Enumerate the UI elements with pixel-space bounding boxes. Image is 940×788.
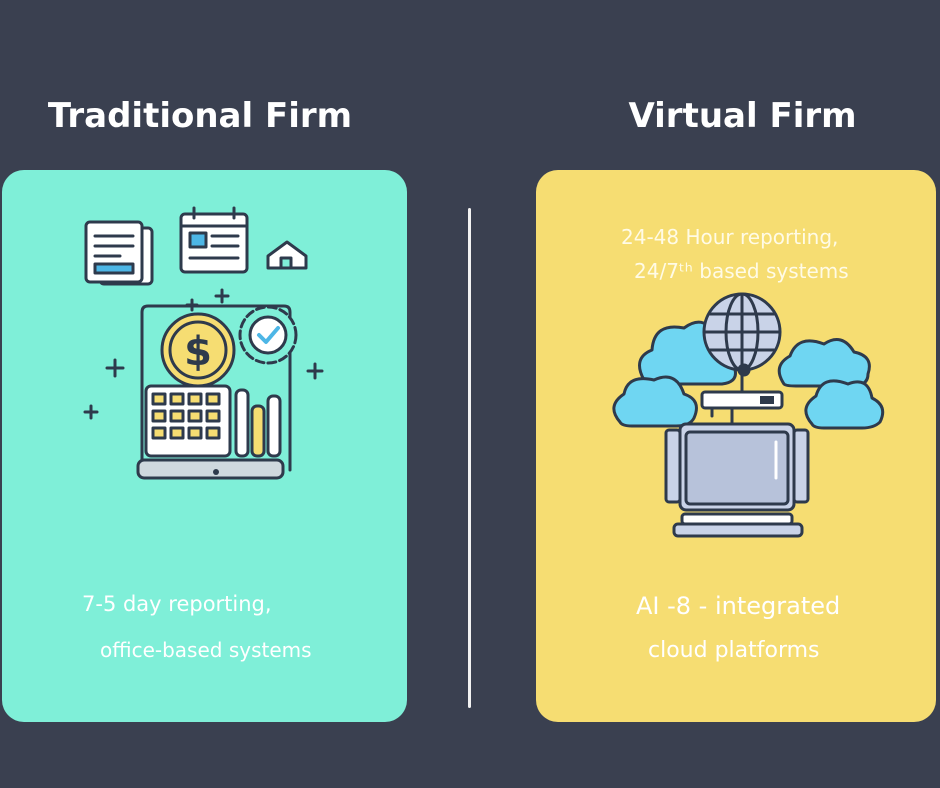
calendar-icon	[179, 206, 249, 274]
virtual-top-line1: 24-48 Hour reporting,	[621, 225, 839, 249]
dollar-coin-icon: $	[160, 312, 236, 388]
traditional-caption-line2: office-based systems	[100, 638, 312, 662]
svg-text:$: $	[184, 329, 212, 375]
virtual-firm-card: 24-48 Hour reporting, 24/7ᵗʰ based syste…	[536, 170, 936, 722]
center-divider	[468, 208, 471, 708]
house-icon	[266, 240, 308, 270]
traditional-caption-line1: 7-5 day reporting,	[82, 592, 272, 616]
virtual-illustration	[612, 292, 885, 538]
cloud-icon	[612, 320, 885, 430]
document-stack-icon	[84, 220, 154, 286]
virtual-firm-heading: Virtual Firm	[628, 96, 857, 136]
gear-check-icon	[238, 305, 298, 365]
traditional-firm-heading: Traditional Firm	[47, 96, 353, 136]
virtual-caption-line2: cloud platforms	[648, 638, 820, 663]
virtual-top-line2: 24/7ᵗʰ based systems	[634, 259, 849, 283]
server-icon	[664, 422, 810, 538]
traditional-firm-card: $ 7-5 day reporting, off	[2, 170, 407, 722]
virtual-caption-line1: AI -8 - integrated	[636, 592, 841, 620]
calculator-icon	[144, 384, 232, 458]
traditional-illustration: $	[83, 206, 324, 480]
